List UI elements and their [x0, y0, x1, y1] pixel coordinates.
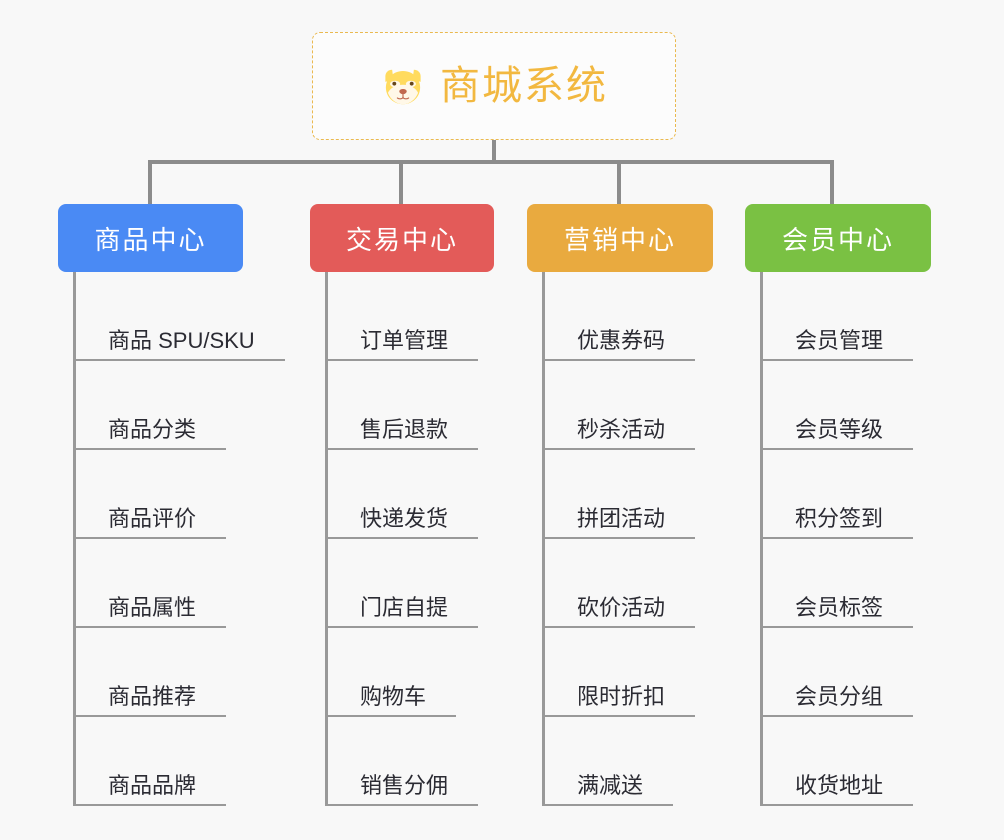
- leaf-item[interactable]: 订单管理: [328, 272, 555, 361]
- leaf-list-marketing-center: 优惠券码 秒杀活动 拼团活动 砍价活动 限时折扣 满减送: [542, 272, 772, 806]
- root-title: 商城系统: [440, 64, 608, 108]
- category-title: 交易中心: [345, 224, 458, 255]
- category-title: 商品中心: [94, 224, 207, 255]
- column-trade-center: 交易中心 订单管理 售后退款 快递发货 门店自提 购物车 销售分佣: [310, 204, 555, 806]
- leaf-label: 限时折扣: [545, 684, 696, 717]
- dog-face-icon: [380, 64, 426, 110]
- category-title: 营销中心: [563, 224, 676, 255]
- connector-drop-4: [830, 162, 834, 204]
- leaf-item[interactable]: 积分签到: [763, 450, 990, 539]
- connector-bus: [148, 160, 834, 164]
- column-product-center: 商品中心 商品 SPU/SKU 商品分类 商品评价 商品属性 商品推荐 商品品牌: [58, 204, 303, 806]
- leaf-item[interactable]: 快递发货: [328, 450, 555, 539]
- leaf-label: 购物车: [328, 684, 457, 717]
- leaf-item[interactable]: 收货地址: [763, 717, 990, 806]
- leaf-label: 门店自提: [328, 595, 479, 628]
- leaf-label: 销售分佣: [328, 773, 479, 806]
- leaf-label: 收货地址: [763, 773, 914, 806]
- leaf-label: 会员等级: [763, 417, 914, 450]
- column-marketing-center: 营销中心 优惠券码 秒杀活动 拼团活动 砍价活动 限时折扣 满减送: [527, 204, 772, 806]
- leaf-label: 商品评价: [76, 506, 227, 539]
- leaf-item[interactable]: 会员管理: [763, 272, 990, 361]
- leaf-item[interactable]: 销售分佣: [328, 717, 555, 806]
- connector-drop-3: [617, 162, 621, 204]
- leaf-item[interactable]: 购物车: [328, 628, 555, 717]
- leaf-label: 快递发货: [328, 506, 479, 539]
- leaf-list-member-center: 会员管理 会员等级 积分签到 会员标签 会员分组 收货地址: [760, 272, 990, 806]
- root-node[interactable]: 商城系统: [312, 32, 676, 140]
- leaf-item[interactable]: 商品评价: [76, 450, 303, 539]
- leaf-label: 订单管理: [328, 328, 479, 361]
- category-header-marketing-center[interactable]: 营销中心: [527, 204, 713, 272]
- connector-drop-1: [148, 162, 152, 204]
- leaf-label: 秒杀活动: [545, 417, 696, 450]
- leaf-item[interactable]: 砍价活动: [545, 539, 772, 628]
- category-header-trade-center[interactable]: 交易中心: [310, 204, 494, 272]
- leaf-label: 商品推荐: [76, 684, 227, 717]
- leaf-item[interactable]: 优惠券码: [545, 272, 772, 361]
- column-member-center: 会员中心 会员管理 会员等级 积分签到 会员标签 会员分组 收货地址: [745, 204, 990, 806]
- connector-drop-2: [399, 162, 403, 204]
- leaf-label: 会员标签: [763, 595, 914, 628]
- leaf-item[interactable]: 拼团活动: [545, 450, 772, 539]
- leaf-item[interactable]: 售后退款: [328, 361, 555, 450]
- connector-stem: [492, 140, 496, 162]
- category-title: 会员中心: [781, 224, 894, 255]
- leaf-label: 售后退款: [328, 417, 479, 450]
- leaf-label: 优惠券码: [545, 328, 696, 361]
- leaf-item[interactable]: 商品分类: [76, 361, 303, 450]
- leaf-label: 满减送: [545, 773, 674, 806]
- leaf-item[interactable]: 门店自提: [328, 539, 555, 628]
- leaf-label: 会员管理: [763, 328, 914, 361]
- leaf-item[interactable]: 限时折扣: [545, 628, 772, 717]
- leaf-item[interactable]: 满减送: [545, 717, 772, 806]
- leaf-item[interactable]: 会员标签: [763, 539, 990, 628]
- category-header-product-center[interactable]: 商品中心: [58, 204, 243, 272]
- leaf-label: 积分签到: [763, 506, 914, 539]
- leaf-list-trade-center: 订单管理 售后退款 快递发货 门店自提 购物车 销售分佣: [325, 272, 555, 806]
- leaf-item[interactable]: 会员分组: [763, 628, 990, 717]
- leaf-label: 商品品牌: [76, 773, 227, 806]
- leaf-item[interactable]: 商品属性: [76, 539, 303, 628]
- leaf-label: 商品分类: [76, 417, 227, 450]
- leaf-item[interactable]: 秒杀活动: [545, 361, 772, 450]
- category-header-member-center[interactable]: 会员中心: [745, 204, 931, 272]
- leaf-item[interactable]: 会员等级: [763, 361, 990, 450]
- leaf-label: 拼团活动: [545, 506, 696, 539]
- leaf-item[interactable]: 商品推荐: [76, 628, 303, 717]
- leaf-list-product-center: 商品 SPU/SKU 商品分类 商品评价 商品属性 商品推荐 商品品牌: [73, 272, 303, 806]
- leaf-item[interactable]: 商品 SPU/SKU: [76, 272, 303, 361]
- leaf-label: 商品 SPU/SKU: [76, 328, 285, 361]
- leaf-label: 会员分组: [763, 684, 914, 717]
- leaf-label: 砍价活动: [545, 595, 696, 628]
- leaf-label: 商品属性: [76, 595, 227, 628]
- leaf-item[interactable]: 商品品牌: [76, 717, 303, 806]
